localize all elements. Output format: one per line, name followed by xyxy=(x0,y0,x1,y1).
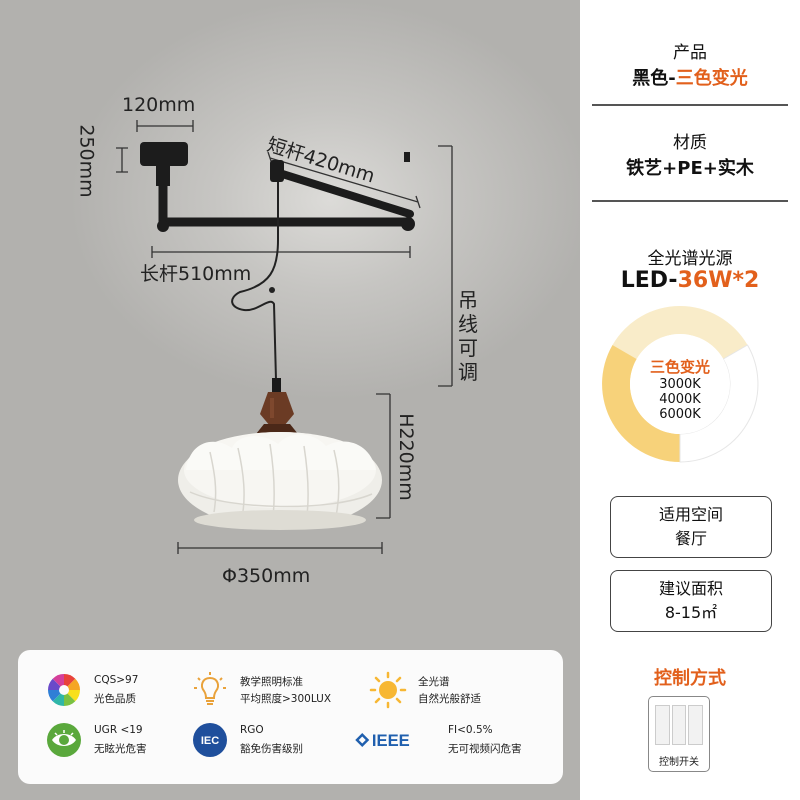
sun-icon xyxy=(369,671,407,709)
ring-temp-3000k: 3000K xyxy=(659,377,701,392)
cord-dimension-line xyxy=(438,145,453,387)
feature-line2: 豁免伤害级别 xyxy=(240,743,303,755)
feature-ugr: UGR <19 无眩光危害 xyxy=(44,716,219,766)
bulb-icon xyxy=(194,672,226,705)
switch-key-middle[interactable] xyxy=(671,705,687,745)
feature-lighting-standard: 教学照明标准 平均照度>300LUX xyxy=(190,666,365,716)
control-label: 控制方式 xyxy=(654,668,726,689)
material-value: 铁艺+PE+实木 xyxy=(626,158,754,179)
feature-line2: 平均照度>300LUX xyxy=(240,693,332,705)
feature-rgo: IEC RGO 豁免伤害级别 xyxy=(190,716,365,766)
product-label: 产品 xyxy=(673,43,707,63)
ieee-icon-text: IEEE xyxy=(372,731,410,750)
long-arm-label: 长杆510mm xyxy=(140,263,252,285)
ring-title: 三色变光 xyxy=(649,358,710,376)
ring-temp-4000k: 4000K xyxy=(659,392,701,407)
feature-line1: 全光谱 xyxy=(418,676,450,688)
feature-line1: 教学照明标准 xyxy=(240,676,303,688)
shade-diameter-label: Φ350mm xyxy=(222,565,311,587)
light-source-label: 全光谱光源 xyxy=(647,249,733,269)
feature-line2: 光色品质 xyxy=(94,693,136,705)
product-value: 黑色-三色变光 xyxy=(580,64,800,90)
power-prefix: LED- xyxy=(620,268,678,293)
product-color: 黑色- xyxy=(632,68,676,89)
feature-line1: UGR <19 xyxy=(94,724,143,736)
area-label: 建议面积 xyxy=(658,579,723,598)
power-value: LED-36W*2 xyxy=(580,268,800,293)
iec-icon-text: IEC xyxy=(201,735,219,747)
feature-line2: 无眩光危害 xyxy=(94,743,147,755)
cord-label: 吊线可调 xyxy=(458,288,478,384)
power-accent: 36W*2 xyxy=(677,268,760,293)
area-card: 建议面积 8-15㎡ xyxy=(610,570,772,632)
material-label: 材质 xyxy=(673,133,707,153)
feature-line1: CQS>97 xyxy=(94,674,139,686)
ceiling-canopy xyxy=(140,142,188,186)
canopy-width-label: 120mm xyxy=(122,94,196,116)
area-value: 8-15㎡ xyxy=(664,603,718,622)
space-value: 餐厅 xyxy=(674,529,707,548)
feature-full-spectrum: 全光谱 自然光般舒适 xyxy=(368,666,543,716)
lamp-illustration xyxy=(116,120,453,554)
switch-caption: 控制开关 xyxy=(659,757,699,768)
wooden-finial xyxy=(256,378,298,434)
hanging-cord xyxy=(231,182,279,381)
features-card: CQS>97 光色品质 教学照明标准 平均照度>300LUX 全光谱 xyxy=(18,650,563,784)
iec-icon: IEC xyxy=(193,723,227,757)
divider xyxy=(592,200,788,202)
wall-switch[interactable]: 控制开关 xyxy=(648,696,710,772)
ieee-icon: IEEE xyxy=(355,731,410,750)
canopy-width-dimension-line xyxy=(136,120,194,132)
switch-key-right[interactable] xyxy=(688,705,704,745)
canopy-height-label: 250mm xyxy=(75,124,98,198)
shade-diameter-dimension-line xyxy=(177,542,383,554)
shade-height-dimension-line xyxy=(376,393,391,519)
product-light-mode: 三色变光 xyxy=(675,68,748,89)
feature-cqs: CQS>97 光色品质 xyxy=(44,666,219,716)
feature-line1: RGO xyxy=(240,724,264,736)
long-arm-dimension-line xyxy=(151,246,411,258)
divider xyxy=(592,104,788,106)
canopy-height-dimension-line xyxy=(116,147,128,173)
feature-line2: 自然光般舒适 xyxy=(418,693,481,705)
eye-icon xyxy=(47,723,81,757)
ring-temp-6000k: 6000K xyxy=(659,407,701,422)
feature-flicker: IEEE FI<0.5% 无可视频闪危害 xyxy=(350,716,550,766)
feature-line1: FI<0.5% xyxy=(448,724,493,736)
shade-height-label: H220mm xyxy=(394,413,417,501)
switch-key-left[interactable] xyxy=(655,705,670,745)
space-card: 适用空间 餐厅 xyxy=(610,496,772,558)
feature-line2: 无可视频闪危害 xyxy=(448,743,522,755)
color-wheel-icon xyxy=(48,674,80,706)
space-label: 适用空间 xyxy=(658,505,723,524)
short-arm xyxy=(272,168,414,218)
lamp-shade xyxy=(178,432,382,530)
color-temperature-ring xyxy=(602,306,759,463)
product-scene: 120mm 250mm 短杆420mm 长杆510mm 吊线可调 H220mm … xyxy=(0,0,580,800)
